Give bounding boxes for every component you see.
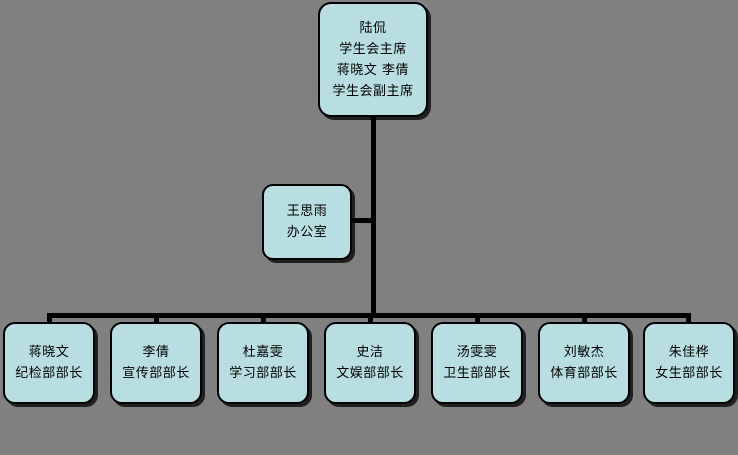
dept-title: 纪检部部长 bbox=[15, 366, 83, 381]
dept-person-name: 刘敏杰 bbox=[563, 345, 605, 360]
connector-office-stub bbox=[350, 218, 372, 223]
connector-drop-3 bbox=[261, 313, 266, 324]
office-person-name: 王思雨 bbox=[286, 204, 328, 219]
dept-title: 宣传部部长 bbox=[122, 366, 190, 381]
node-department-entertainment[interactable]: 史洁 文娱部部长 bbox=[324, 322, 416, 404]
office-unit-name: 办公室 bbox=[286, 225, 328, 240]
connector-root-trunk bbox=[371, 117, 376, 318]
connector-drop-1 bbox=[47, 313, 52, 324]
node-department-study[interactable]: 杜嘉雯 学习部部长 bbox=[217, 322, 309, 404]
connector-drop-5 bbox=[475, 313, 480, 324]
dept-title: 体育部部长 bbox=[550, 366, 618, 381]
dept-person-name: 李倩 bbox=[142, 345, 170, 360]
dept-title: 学习部部长 bbox=[229, 366, 297, 381]
connector-drop-2 bbox=[154, 313, 159, 324]
connector-drop-6 bbox=[582, 313, 587, 324]
dept-person-name: 史洁 bbox=[356, 345, 384, 360]
connector-drop-4 bbox=[368, 313, 373, 324]
node-department-sports[interactable]: 刘敏杰 体育部部长 bbox=[538, 322, 630, 404]
dept-person-name: 蒋晓文 bbox=[28, 345, 70, 360]
dept-title: 女生部部长 bbox=[655, 366, 723, 381]
dept-person-name: 汤雯雯 bbox=[456, 345, 498, 360]
dept-person-name: 朱佳桦 bbox=[668, 345, 710, 360]
node-office[interactable]: 王思雨 办公室 bbox=[262, 184, 352, 260]
root-line-3: 蒋晓文 李倩 bbox=[336, 62, 410, 78]
root-line-2: 学生会主席 bbox=[339, 41, 407, 57]
dept-title: 文娱部部长 bbox=[336, 366, 404, 381]
node-department-discipline[interactable]: 蒋晓文 纪检部部长 bbox=[3, 322, 95, 404]
node-department-publicity[interactable]: 李倩 宣传部部长 bbox=[110, 322, 202, 404]
dept-person-name: 杜嘉雯 bbox=[242, 345, 284, 360]
connector-drop-7 bbox=[686, 313, 691, 324]
node-student-union-chair[interactable]: 陆侃 学生会主席 蒋晓文 李倩 学生会副主席 bbox=[318, 2, 428, 117]
node-department-girls[interactable]: 朱佳桦 女生部部长 bbox=[643, 322, 735, 404]
root-line-4: 学生会副主席 bbox=[332, 83, 414, 99]
dept-title: 卫生部部长 bbox=[443, 366, 511, 381]
root-line-1: 陆侃 bbox=[359, 20, 387, 36]
node-department-health[interactable]: 汤雯雯 卫生部部长 bbox=[431, 322, 523, 404]
